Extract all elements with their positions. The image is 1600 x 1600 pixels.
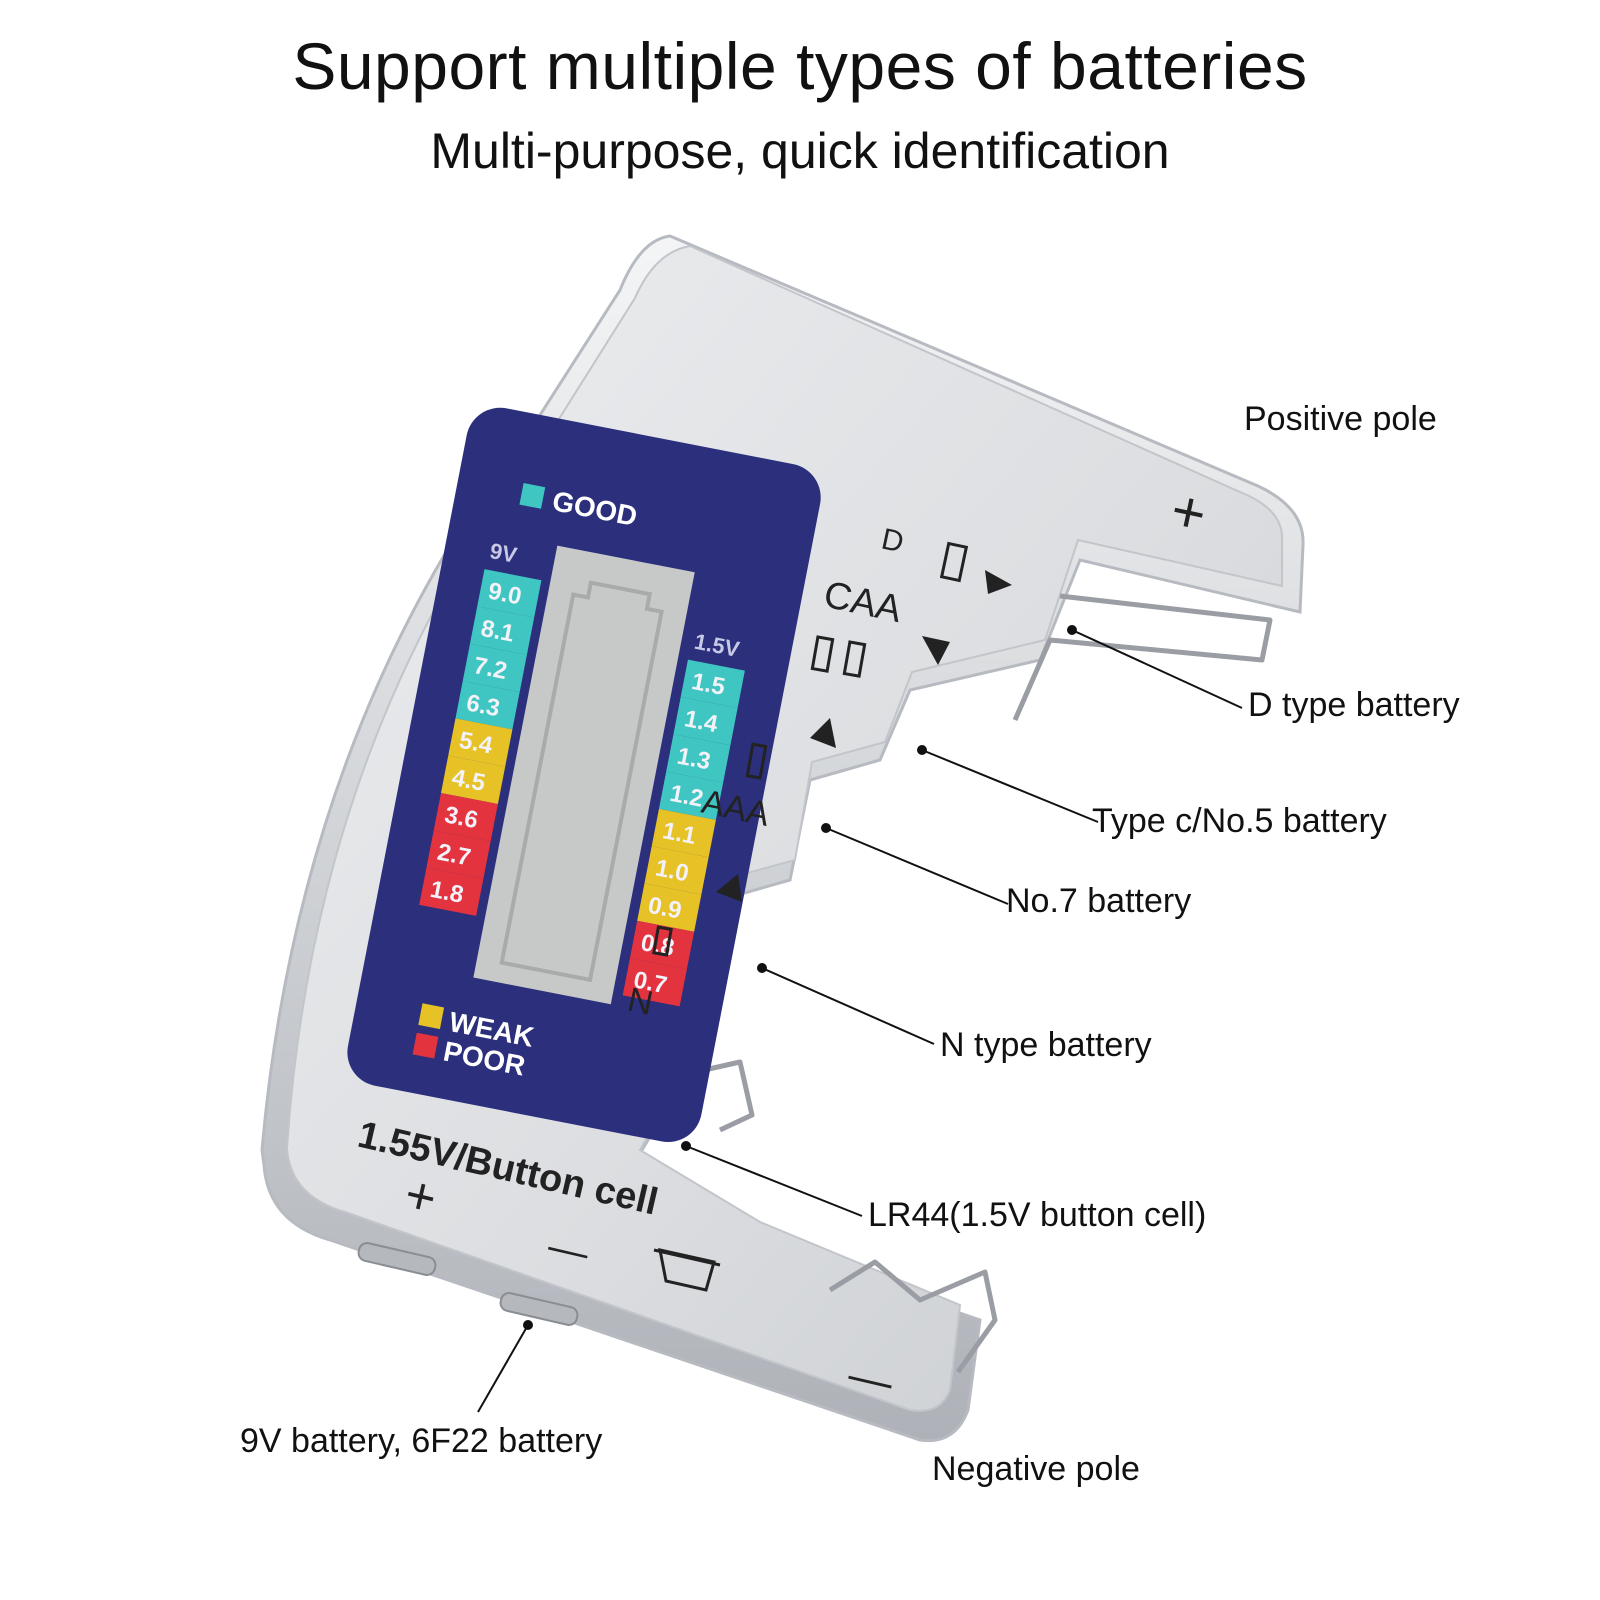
bottom-contact-spring [828,1259,998,1374]
d-arrow-icon [985,570,1012,594]
no7-leader [825,827,1009,905]
lcd-battery-outline [499,580,664,983]
d-battery-icon [939,541,969,583]
scale-9v: 9.0 8.1 7.2 6.3 5.4 4.5 3.6 2.7 1.8 [419,569,542,916]
no7-arrow-icon [716,874,742,902]
nine-volt-snap-2 [499,1292,579,1326]
scale-15v-cell [629,920,695,970]
scale-9v-cell [477,569,542,618]
scale-9v-cell [426,830,491,879]
callout-n-type: N type battery [940,1026,1152,1064]
scale-15v-cell [637,883,702,932]
lcd-panel: GOOD 9V 9.08.17.26.35.44.53.62.71.8 1.5V… [347,407,821,1143]
scale-9v-cell [455,681,520,730]
callout-lr44: LR44(1.5V button cell) [868,1196,1207,1234]
lcd-window [473,545,695,1005]
scale-15v-value: 1.4 [682,705,721,738]
callout-no7: No.7 battery [1006,882,1192,920]
scale-9v-cell [419,867,484,916]
callout-nine-volt: 9V battery, 6F22 battery [240,1422,603,1460]
scale-15v-cell [651,808,716,858]
scale-15v-cell [673,696,738,746]
caa-arrow-icon [922,636,950,665]
scale-9v-cell [448,718,513,767]
scale-15v-value: 0.7 [631,966,669,999]
scale-15v-value: 1.3 [675,743,713,776]
aaa-arrow-icon [810,718,836,748]
n-battery-icon [652,925,673,957]
callout-negative-pole: Negative pole [932,1450,1140,1488]
scale-9v-value: 1.8 [428,876,466,909]
scale-9v-value: 2.7 [435,839,473,872]
weak-swatch [418,1003,445,1030]
scale-15v-value: 1.5 [689,668,727,701]
d-type-leader [1071,629,1243,709]
negative-pole-minus: — [844,1350,898,1408]
scale-15v-value: 1.2 [668,780,706,813]
n-type-leader [761,967,935,1045]
nine-volt-snaps [357,1242,579,1326]
nine-volt-snap-1 [357,1242,437,1276]
button-minus-label: — [544,1224,593,1276]
scale-15v-value: 1.1 [660,817,698,850]
scale-9v-value: 7.2 [471,652,509,685]
lr44-leader [685,1145,863,1217]
type-c-leader [921,749,1099,823]
callout-type-c: Type c/No.5 battery [1092,802,1387,840]
scale-15v-cell [622,958,687,1007]
scale-9v-cell [469,606,535,655]
scale-15v: 1.51.41.31.21.11.00.90.80.7 [622,659,745,1007]
callout-leaders [477,625,1243,1413]
button-cell-icon [653,1248,721,1292]
callout-positive-pole: Positive pole [1244,400,1437,438]
page-title: Support multiple types of batteries [292,29,1308,103]
scale-9v-value: 4.5 [450,764,488,797]
callout-d-type: D type battery [1248,686,1460,724]
scale-15v-value: 0.9 [646,892,684,925]
scale-15v-cell [666,734,731,783]
good-swatch [519,483,546,509]
scale-9v-cell [433,792,498,842]
page-subtitle: Multi-purpose, quick identification [430,123,1170,179]
scale-9v-value: 3.6 [442,801,480,834]
scale-9v-value: 6.3 [464,689,502,722]
scale-15v-value: 1.0 [653,855,691,888]
aaa-battery-icon [745,742,768,780]
scale-15v-cell [658,771,724,820]
scale-9v-value: 9.0 [486,578,524,611]
scale-9v-cell [440,755,506,805]
scale-9v-value: 5.4 [457,727,496,760]
scale-9v-label: 9V [488,538,520,568]
scale-9v-value: 8.1 [479,615,517,648]
scale-15v-cell [644,846,709,895]
scale-9v-cell [462,643,527,693]
scale-15v-cell [680,659,745,708]
caa-battery-icon-1 [810,635,835,673]
top-contact-spring [1012,593,1273,722]
nine-volt-leader [477,1324,529,1413]
poor-swatch [412,1032,439,1059]
caa-battery-icon-2 [842,640,867,678]
